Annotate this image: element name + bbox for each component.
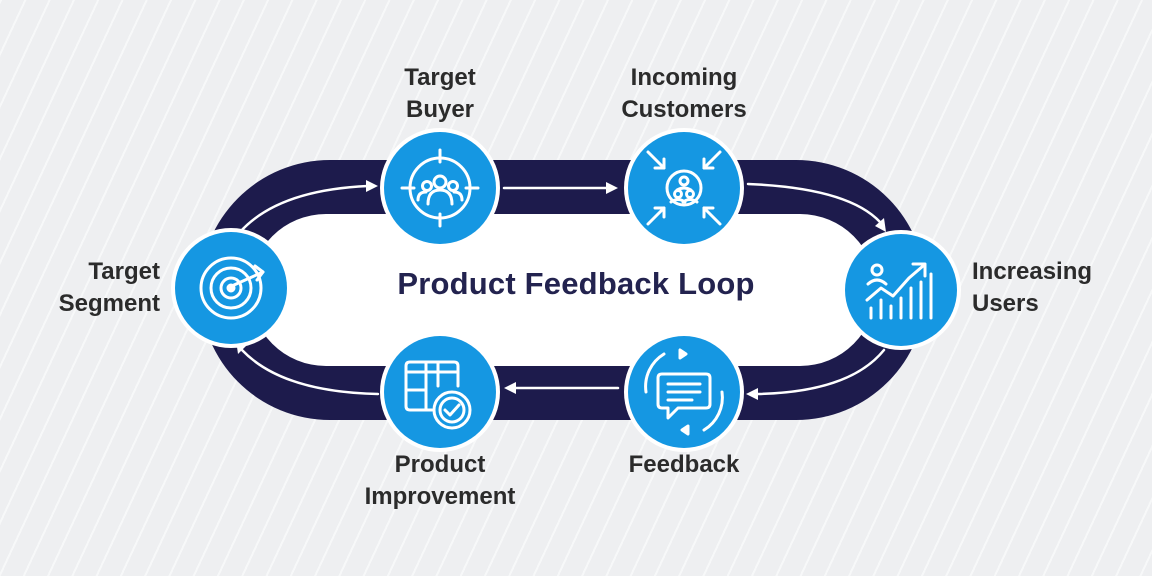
- node-incoming-customers: [624, 128, 744, 248]
- node-product-improvement: [380, 332, 500, 452]
- label-increasing-users: Increasing Users: [972, 256, 1142, 320]
- label-line-1: Target: [88, 258, 160, 285]
- label-line-1: Increasing: [972, 258, 1093, 285]
- loop-track: [200, 160, 926, 420]
- arrow-head-incoming-to-users: [875, 218, 886, 232]
- node-target-buyer: [380, 128, 500, 248]
- label-line-2: Segment: [58, 290, 160, 317]
- label-line-2: Users: [972, 290, 1039, 317]
- label-target-buyer: Target Buyer: [360, 62, 520, 126]
- label-line-2: Customers: [621, 96, 747, 123]
- inward-arrows-people-icon: [646, 150, 722, 226]
- arrow-segment-to-buyer: [238, 184, 370, 234]
- label-incoming-customers: Incoming Customers: [594, 62, 774, 126]
- arrow-improvement-to-segment: [240, 348, 380, 396]
- label-line-2: Improvement: [364, 483, 516, 510]
- flow-arrows: [236, 180, 886, 400]
- node-feedback: [624, 332, 744, 452]
- arrow-head-buyer-to-incoming: [606, 182, 618, 194]
- label-line-1: Incoming: [630, 64, 738, 91]
- label-target-segment: Target Segment: [32, 256, 160, 320]
- track-inner: [250, 214, 876, 366]
- target-arrow-icon: [199, 256, 265, 320]
- arrow-head-users-to-feedback: [746, 388, 758, 400]
- label-feedback: Feedback: [594, 449, 774, 481]
- arrow-head-feedback-to-improvement: [504, 382, 516, 394]
- label-line-2: Buyer: [405, 96, 475, 123]
- label-line-1: Target: [404, 64, 476, 91]
- node-circle: [384, 336, 496, 448]
- arrow-head-segment-to-buyer: [366, 180, 378, 192]
- box-badge-icon: [404, 360, 472, 430]
- node-circle: [845, 234, 957, 346]
- node-increasing-users: [841, 230, 961, 350]
- label-line-1: Feedback: [628, 451, 740, 478]
- label-product-improvement: Product Improvement: [330, 449, 550, 513]
- node-target-segment: [171, 228, 291, 348]
- arrow-incoming-to-users: [746, 182, 882, 224]
- arrow-users-to-feedback: [756, 348, 886, 396]
- crosshair-group-icon: [400, 148, 480, 228]
- diagram-title: Product Feedback Loop: [397, 266, 755, 301]
- growth-chart-icon: [865, 262, 933, 320]
- label-line-1: Product: [394, 451, 486, 478]
- chat-cycle-icon: [644, 348, 724, 436]
